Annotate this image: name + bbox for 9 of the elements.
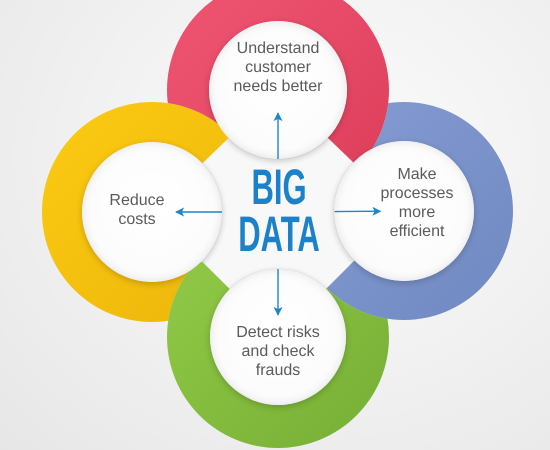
benefit-text: Reduce costs <box>108 191 166 229</box>
arrow <box>175 208 222 216</box>
arrow <box>274 269 282 316</box>
benefit-text: Detect risks and check frauds <box>235 322 321 380</box>
benefit-text: Understand customer needs better <box>232 38 324 96</box>
arrow <box>274 112 282 159</box>
arrow <box>334 206 382 216</box>
benefit-text: Make processes more efficient <box>380 165 454 241</box>
hub-title: BIG DATA <box>237 164 321 258</box>
